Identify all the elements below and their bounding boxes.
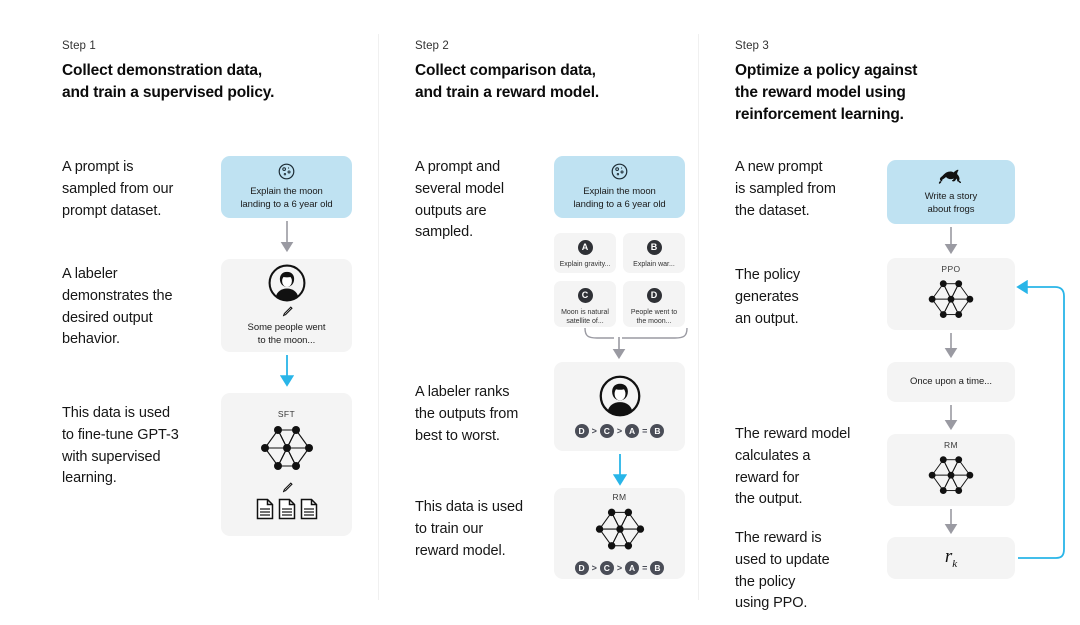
step2-arrow-2 (613, 454, 627, 486)
step2-reward-caption: RM (612, 492, 627, 502)
step1-model-caption: SFT (277, 409, 296, 419)
step1-documents (256, 498, 318, 520)
step2-output-text-c: Moon is natural satellite of... (561, 309, 609, 326)
step-label-3: Step 3 (735, 40, 769, 52)
step3-output-box: Once upon a time... (887, 362, 1015, 402)
step2-output-text-b: Explain war... (633, 261, 675, 268)
step2-rank-box: D > C > A = B (554, 362, 685, 451)
document-icon (300, 498, 318, 520)
step3-paragraph-1: A new prompt is sampled from the dataset… (735, 159, 836, 219)
column-divider-1 (378, 34, 379, 600)
step3-reward-value-box: rk (887, 537, 1015, 579)
badge-d: D (646, 288, 662, 303)
step2-paragraph-2: A labeler ranks the outputs from best to… (415, 384, 519, 444)
step3-policy-box: PPO (887, 258, 1015, 330)
step1-model-box: SFT (221, 393, 352, 536)
step2-output-card-c: C Moon is natural satellite of... (554, 281, 616, 327)
rank-badge-2: C (599, 424, 614, 438)
step3-paragraph-2: The policy generates an output. (735, 267, 801, 327)
step1-paragraph-1: A prompt is sampled from our prompt data… (62, 159, 174, 219)
pencil-icon (280, 305, 294, 319)
step1-prompt-text: Explain the moon landing to a 6 year old (240, 186, 333, 210)
step1-labeler-box: Some people went to the moon... (221, 259, 352, 352)
step3-prompt-box: Write a story about frogs (887, 160, 1015, 224)
step2-paragraph-1: A prompt and several model outputs are s… (415, 159, 504, 241)
step2-output-card-d: D People went to the moon... (623, 281, 685, 327)
frog-icon (938, 168, 964, 186)
step3-paragraph-4: The reward is used to update the policy … (735, 530, 830, 612)
step1-arrow-2 (280, 355, 294, 387)
badge-c: C (577, 288, 593, 303)
rank-badge-2: C (599, 561, 614, 575)
step3-policy-caption: PPO (941, 264, 961, 274)
rank-op-1: > (591, 426, 597, 436)
step3-prompt-text: Write a story about frogs (924, 190, 978, 215)
step1-paragraph-2: A labeler demonstrates the desired outpu… (62, 266, 173, 348)
neural-network-icon (591, 504, 649, 556)
step2-output-text-a: Explain gravity... (559, 261, 611, 268)
step2-output-card-a: A Explain gravity... (554, 233, 616, 273)
labeler-avatar-icon (599, 375, 641, 417)
column-step-1: Step 1 Collect demonstration data, and t… (62, 0, 362, 625)
rank-op-1: > (591, 563, 597, 573)
badge-a: A (577, 240, 593, 255)
step1-labeler-text: Some people went to the moon... (247, 321, 326, 346)
step2-prompt-box: Explain the moon landing to a 6 year old (554, 156, 685, 218)
column-step-3: Step 3 Optimize a policy against the rew… (735, 0, 1035, 625)
step-title-1: Collect demonstration data, and train a … (62, 62, 275, 101)
step2-reward-ranking-row: D > C > A = B (574, 561, 665, 575)
step3-output-text: Once upon a time... (910, 375, 992, 387)
step-title-3: Optimize a policy against the reward mod… (735, 62, 918, 123)
step3-arrow-4 (944, 509, 958, 535)
moon-icon (277, 162, 296, 181)
rank-badge-3: A (625, 424, 640, 438)
badge-b: B (646, 240, 662, 255)
step3-arrow-3 (944, 405, 958, 431)
rank-op-3: = (642, 563, 648, 573)
step3-arrow-1 (944, 227, 958, 255)
step2-reward-box: RM (554, 488, 685, 579)
step2-paragraph-3: This data is used to train our reward mo… (415, 499, 523, 559)
step1-paragraph-3: This data is used to fine-tune GPT-3 wit… (62, 405, 179, 487)
rank-op-2: > (616, 426, 623, 436)
pencil-icon (280, 481, 294, 495)
rank-badge-3: A (625, 561, 640, 575)
step1-arrow-1 (280, 221, 294, 253)
step3-reward-caption: RM (943, 440, 959, 450)
rank-badge-1: D (574, 424, 589, 438)
step2-output-card-b: B Explain war... (623, 233, 685, 273)
step2-output-text-d: People went to the moon... (630, 309, 678, 326)
step3-reward-box: RM (887, 434, 1015, 506)
neural-network-icon (256, 421, 318, 477)
rank-badge-1: D (574, 561, 589, 575)
rank-badge-4: B (650, 424, 665, 438)
step-label-1: Step 1 (62, 40, 96, 52)
document-icon (278, 498, 296, 520)
feedback-arrow-icon (1016, 279, 1065, 559)
rank-badge-4: B (650, 561, 665, 575)
document-icon (256, 498, 274, 520)
step2-merge-arrow (584, 327, 688, 360)
rank-op-3: = (642, 426, 648, 436)
reward-value-label: rk (944, 546, 958, 570)
neural-network-icon (923, 276, 979, 324)
moon-icon (610, 162, 629, 181)
step-label-2: Step 2 (415, 40, 449, 52)
step2-ranking-row: D > C > A = B (574, 424, 665, 438)
step3-arrow-2 (944, 333, 958, 359)
column-divider-2 (698, 34, 699, 600)
rank-op-2: > (616, 563, 623, 573)
labeler-avatar-icon (268, 264, 306, 302)
step-title-2: Collect comparison data, and train a rew… (415, 62, 600, 101)
step3-paragraph-3: The reward model calculates a reward for… (735, 426, 851, 508)
step1-prompt-box: Explain the moon landing to a 6 year old (221, 156, 352, 218)
column-step-2: Step 2 Collect comparison data, and trai… (415, 0, 690, 625)
neural-network-icon (923, 452, 979, 500)
step2-prompt-text: Explain the moon landing to a 6 year old (573, 186, 666, 210)
